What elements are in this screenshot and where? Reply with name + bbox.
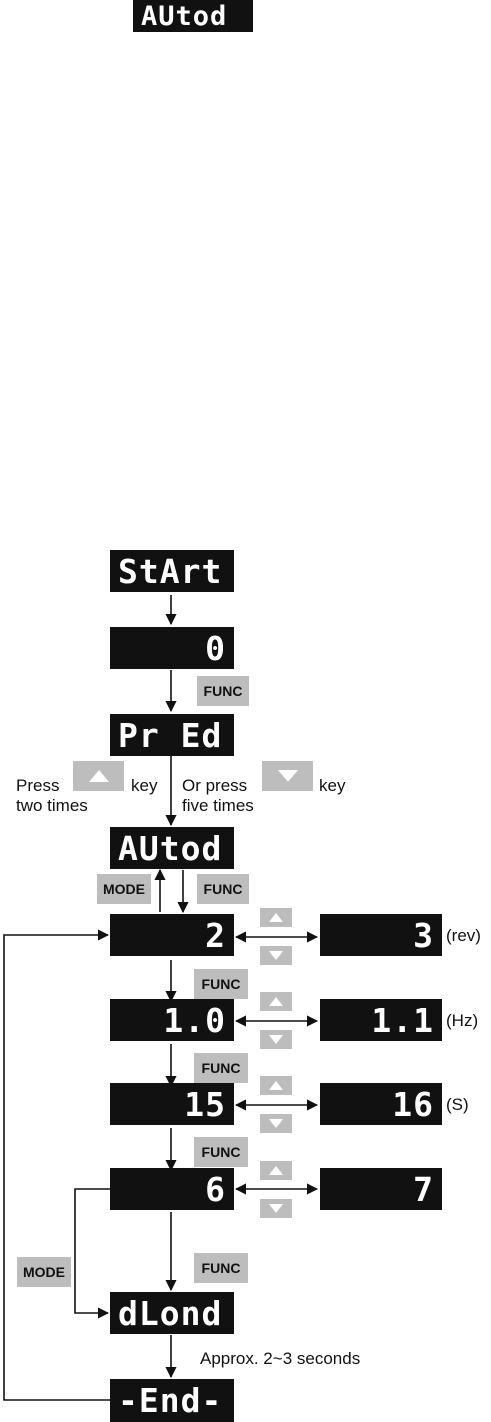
- key-text-right: key: [319, 776, 346, 795]
- down-key-instruction[interactable]: [262, 761, 313, 791]
- row2-down-key[interactable]: [260, 1030, 292, 1049]
- or-press-text: Or press: [182, 776, 248, 795]
- up-triangle-icon: [269, 1166, 283, 1175]
- press-text: Press: [16, 776, 60, 795]
- up-key-instruction[interactable]: [73, 761, 124, 791]
- row4-down-key[interactable]: [260, 1199, 292, 1218]
- row1-up-key[interactable]: [260, 908, 292, 927]
- row1-left-display: 2: [110, 914, 234, 956]
- five-times-text: five times: [182, 796, 254, 815]
- zero-display: 0: [110, 627, 234, 669]
- two-times-text: two times: [16, 796, 88, 815]
- return-loop-end-to-row1: [3, 929, 110, 1401]
- func-key-3[interactable]: FUNC: [194, 969, 248, 999]
- func-key-4[interactable]: FUNC: [194, 1053, 248, 1083]
- mode-key-2[interactable]: MODE: [17, 1257, 71, 1287]
- row1-right-display: 3: [320, 914, 442, 956]
- row1-unit: (rev): [446, 926, 481, 945]
- row4-up-key[interactable]: [260, 1161, 292, 1180]
- row4-right-display: 7: [320, 1168, 442, 1210]
- mode-loop-row4-to-dlond: [74, 1188, 110, 1319]
- row1-down-key[interactable]: [260, 946, 292, 965]
- row3-unit: (S): [446, 1095, 469, 1114]
- autod-display: AUtod: [110, 827, 234, 869]
- down-triangle-icon: [269, 1204, 283, 1213]
- down-triangle-icon: [269, 1035, 283, 1044]
- row3-up-key[interactable]: [260, 1076, 292, 1095]
- func-key-5[interactable]: FUNC: [194, 1137, 248, 1167]
- row3-down-key[interactable]: [260, 1114, 292, 1133]
- row2-right-display: 1.1: [320, 999, 442, 1041]
- up-triangle-icon: [269, 1081, 283, 1090]
- key-text-left: key: [131, 776, 158, 795]
- up-triangle-icon: [88, 770, 109, 782]
- down-triangle-icon: [269, 1119, 283, 1128]
- dlond-display: dLond: [110, 1292, 234, 1334]
- func-key-1[interactable]: FUNC: [197, 676, 249, 706]
- end-display: -End-: [110, 1379, 234, 1422]
- row3-right-display: 16: [320, 1083, 442, 1125]
- down-triangle-icon: [269, 951, 283, 960]
- up-triangle-icon: [269, 913, 283, 922]
- row2-unit: (Hz): [446, 1011, 479, 1030]
- approx-text: Approx. 2~3 seconds: [200, 1349, 361, 1368]
- row3-left-display: 15: [110, 1083, 234, 1125]
- down-triangle-icon: [277, 770, 298, 782]
- pr-ed-display: Pr Ed: [110, 714, 234, 756]
- func-key-2[interactable]: FUNC: [197, 874, 249, 904]
- up-triangle-icon: [269, 997, 283, 1006]
- row4-left-display: 6: [110, 1168, 234, 1210]
- row2-up-key[interactable]: [260, 992, 292, 1011]
- row2-left-display: 1.0: [110, 999, 234, 1041]
- top-autod-display: AUtod: [133, 0, 253, 32]
- func-key-6[interactable]: FUNC: [194, 1253, 248, 1283]
- start-display: StArt: [110, 550, 234, 592]
- mode-key-1[interactable]: MODE: [97, 874, 151, 904]
